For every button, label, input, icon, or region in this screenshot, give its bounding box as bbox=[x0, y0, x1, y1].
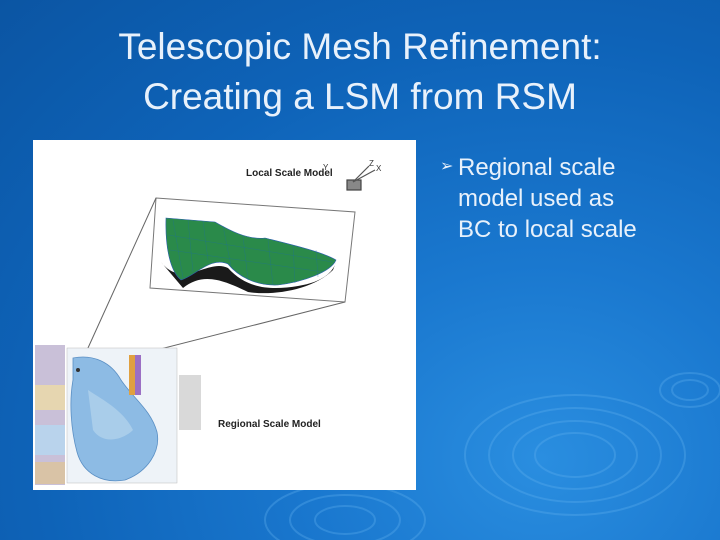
axis-z-label: Z bbox=[369, 159, 374, 168]
regional-focus-point bbox=[76, 368, 80, 372]
axis-x-label: X bbox=[376, 164, 382, 173]
model-figure-drawing: Z X Y bbox=[35, 159, 382, 485]
model-figure: Z X Y Local Scale Model Regional Scale M… bbox=[33, 140, 416, 490]
regional-scale-model-label: Regional Scale Model bbox=[218, 419, 321, 430]
bullet-line-2: model used as bbox=[458, 185, 615, 212]
bullet-list: ➢ Regional scale model used as BC to loc… bbox=[440, 152, 700, 245]
regional-side-right bbox=[179, 375, 201, 430]
local-mesh-surface bbox=[165, 217, 337, 286]
local-mesh-shadow bbox=[161, 262, 336, 294]
bullet-line-1: Regional scale bbox=[458, 154, 616, 181]
bullet-text: Regional scale model used as BC to local… bbox=[458, 152, 700, 245]
arrow-bullet-icon: ➢ bbox=[440, 156, 454, 175]
title-line-1: Telescopic Mesh Refinement: bbox=[118, 26, 602, 67]
axis-triad-icon bbox=[346, 165, 376, 191]
bullet-line-3: BC to local scale bbox=[458, 216, 637, 243]
regional-color-bar bbox=[129, 355, 135, 395]
local-scale-model-label: Local Scale Model bbox=[246, 168, 333, 179]
connector-line-1 bbox=[77, 197, 157, 371]
bullet-item: ➢ Regional scale model used as BC to loc… bbox=[440, 152, 700, 245]
slide-title: Telescopic Mesh Refinement: Creating a L… bbox=[40, 22, 680, 122]
regional-side-panels bbox=[35, 345, 65, 485]
axis-y-label: Y bbox=[323, 163, 329, 172]
title-line-2: Creating a LSM from RSM bbox=[143, 76, 577, 117]
